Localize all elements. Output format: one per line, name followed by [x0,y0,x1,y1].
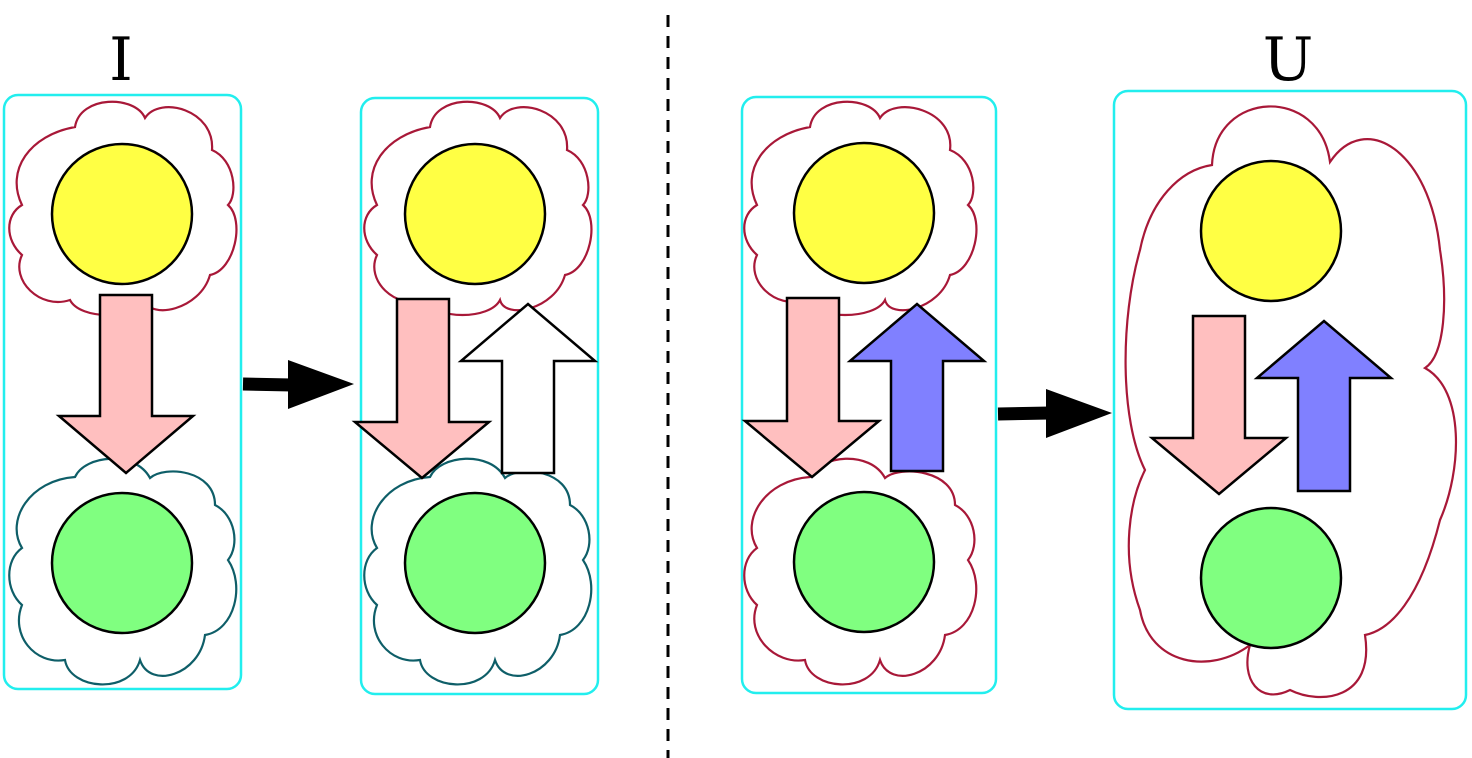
panel-1-downward-arrow [55,293,197,475]
panel-4 [1112,89,1468,711]
right-section-label: U [1263,25,1314,95]
panel-4-downward-arrow [1148,314,1290,496]
transition-arrow-1 [242,360,354,409]
panel-4-upper-sphere [1199,159,1343,303]
panel-1 [2,93,243,691]
panel-4-shared-cloud [1124,105,1458,699]
panel-2 [351,96,600,696]
panel-1-lower-cloud [8,457,238,686]
transition-arrow-2 [997,389,1112,438]
panel-1-upper-cloud [8,100,238,317]
panel-2-downward-arrow [351,297,493,480]
panel-3-lower-sphere [792,490,936,634]
panel-4-frame [1112,89,1468,711]
panel-3 [740,95,998,695]
panel-3-lower-cloud [743,457,978,686]
panel-1-frame [2,93,243,691]
panel-4-lower-sphere [1199,506,1343,650]
left-section-label: I [109,25,133,95]
panel-3-frame [740,95,998,695]
panel-2-upward-arrow [457,302,599,475]
panel-2-upper-sphere [403,142,547,286]
panel-4-upward-arrow [1253,319,1395,493]
panel-1-upper-sphere [50,142,194,286]
panel-3-downward-arrow [741,296,883,479]
panel-3-upward-arrow [846,302,988,473]
panel-3-upper-sphere [792,141,936,285]
panel-1-lower-sphere [50,491,194,635]
panel-2-lower-sphere [403,491,547,635]
panel-2-frame [359,96,600,696]
